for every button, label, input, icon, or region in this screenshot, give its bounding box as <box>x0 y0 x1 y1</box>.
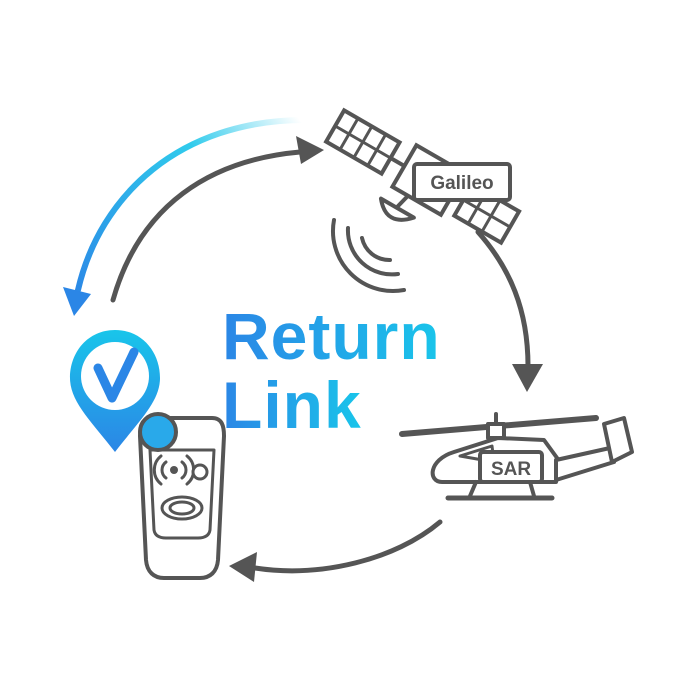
galileo-label: Galileo <box>412 162 512 202</box>
solar-panel-left <box>323 107 403 177</box>
antenna-dish <box>378 194 416 222</box>
signal-waves-icon <box>330 218 406 294</box>
beacon-status-light <box>138 412 178 452</box>
title-line-link: Link <box>222 368 362 442</box>
return-link-arrow <box>63 117 308 316</box>
beacon-activate-button <box>160 495 204 521</box>
rescue-arrow <box>229 519 443 582</box>
beacon-indicator <box>191 463 209 481</box>
checkmark-pin-icon <box>70 330 160 452</box>
beacon-device-icon <box>138 412 226 580</box>
uplink-arrow <box>110 136 324 303</box>
sar-text: SAR <box>491 459 531 480</box>
sar-label: SAR <box>478 450 544 484</box>
relay-arrow <box>475 229 543 392</box>
title-line-return: Return <box>222 299 441 373</box>
galileo-text: Galileo <box>430 173 493 194</box>
cycle-arrows <box>63 117 543 582</box>
